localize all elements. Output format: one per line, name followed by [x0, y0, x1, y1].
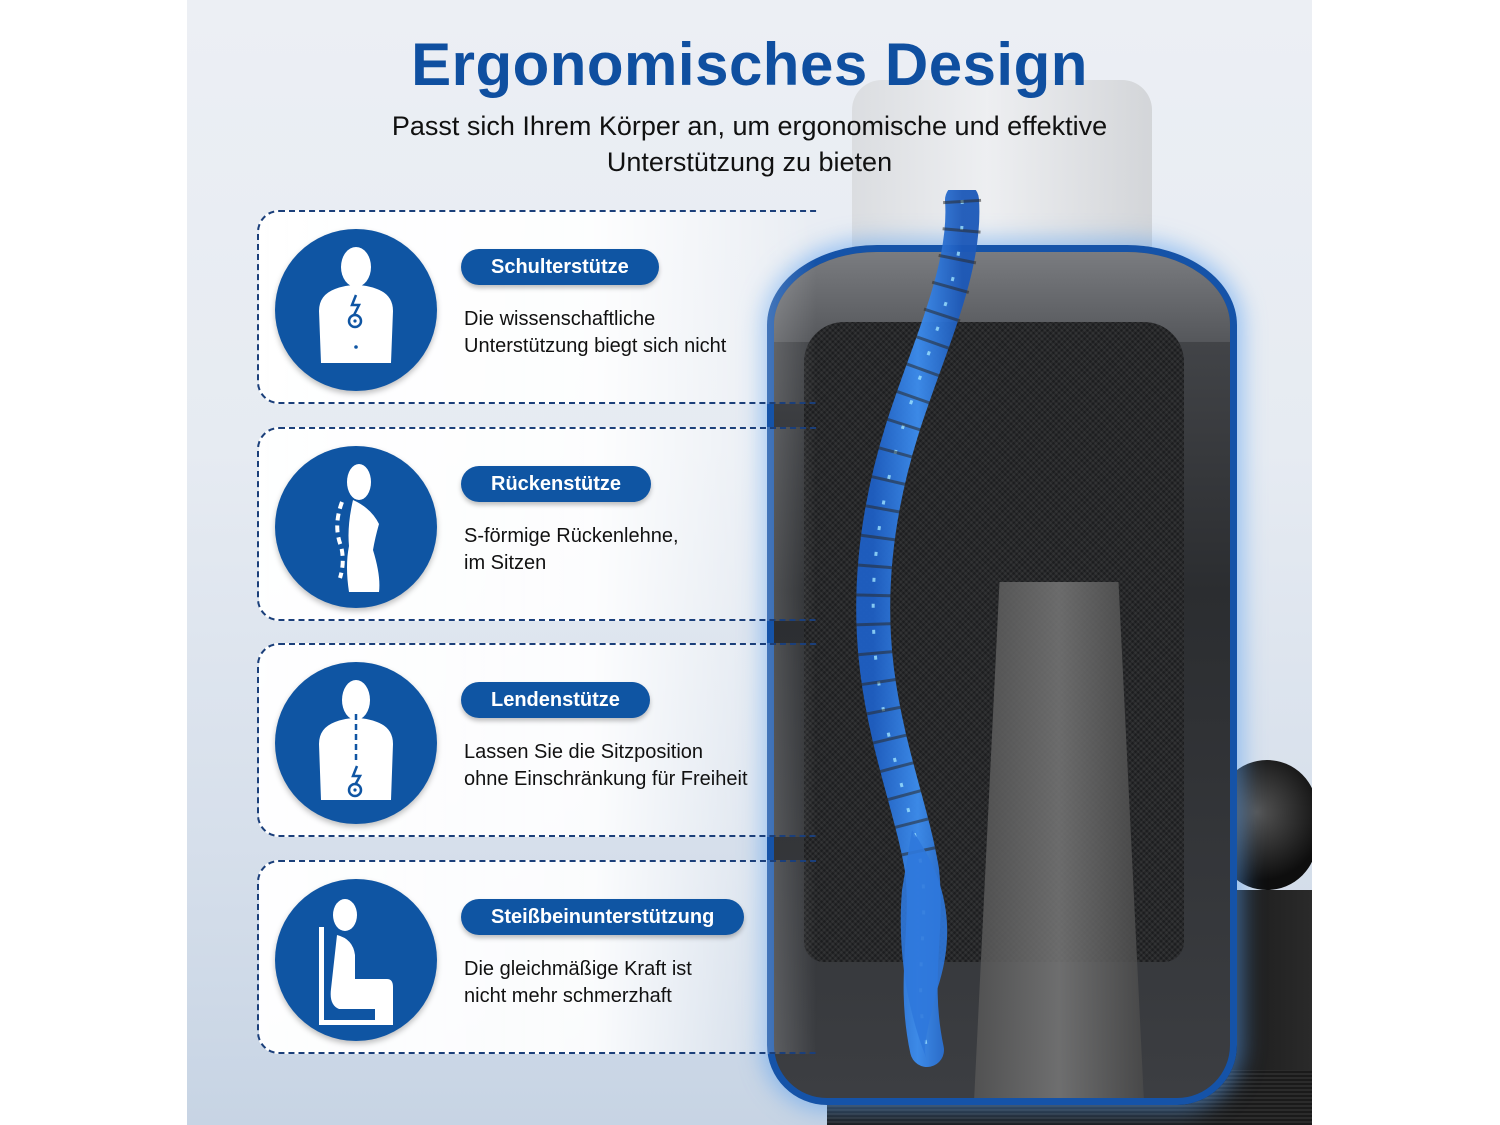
product-infographic: Ergonomisches Design Passt sich Ihrem Kö…	[187, 0, 1312, 1125]
seated-person-icon	[275, 879, 437, 1041]
description-line: ohne Einschränkung für Freiheit	[464, 768, 748, 790]
page-title: Ergonomisches Design	[411, 31, 1088, 98]
description-line: Lassen Sie die Sitzposition	[464, 741, 704, 763]
page-subtitle: Passt sich Ihrem Körper an, um ergonomis…	[187, 108, 1312, 180]
feature-label-pill: Steißbeinunterstützung	[461, 899, 745, 935]
description-line: Die gleichmäßige Kraft ist	[464, 958, 692, 980]
description-line: nicht mehr schmerzhaft	[464, 985, 672, 1007]
feature-label-pill: Schulterstütze	[461, 249, 659, 285]
chair-lumbar-frame	[974, 582, 1144, 1098]
feature-label-pill: Rückenstütze	[461, 466, 652, 502]
feature-card-lumbar: Lendenstütze Lassen Sie die Sitzposition…	[257, 643, 817, 837]
feature-card-back: Rückenstütze S-förmige Rückenlehne, im S…	[257, 427, 817, 621]
spine-illustration-icon	[854, 190, 982, 1067]
shoulder-pain-body-icon	[275, 229, 437, 391]
side-profile-spine-icon	[275, 446, 437, 608]
description-line: S-förmige Rückenlehne,	[464, 525, 679, 547]
feature-description: Die wissenschaftliche Unterstützung bieg…	[464, 306, 726, 360]
feature-description: S-förmige Rückenlehne, im Sitzen	[464, 523, 679, 577]
feature-label-pill: Lendenstütze	[461, 682, 650, 718]
feature-card-shoulder: Schulterstütze Die wissenschaftliche Unt…	[257, 210, 817, 404]
subtitle-line-1: Passt sich Ihrem Körper an, um ergonomis…	[391, 111, 1108, 141]
description-line: Unterstützung biegt sich nicht	[464, 335, 727, 357]
description-line: Die wissenschaftliche	[464, 308, 656, 330]
description-line: im Sitzen	[464, 552, 547, 574]
feature-description: Lassen Sie die Sitzposition ohne Einschr…	[464, 739, 748, 793]
subtitle-line-2: Unterstützung zu bieten	[606, 147, 893, 177]
lower-back-pain-icon	[275, 662, 437, 824]
feature-card-coccyx: Steißbeinunterstützung Die gleichmäßige …	[257, 860, 817, 1054]
feature-description: Die gleichmäßige Kraft ist nicht mehr sc…	[464, 956, 692, 1010]
